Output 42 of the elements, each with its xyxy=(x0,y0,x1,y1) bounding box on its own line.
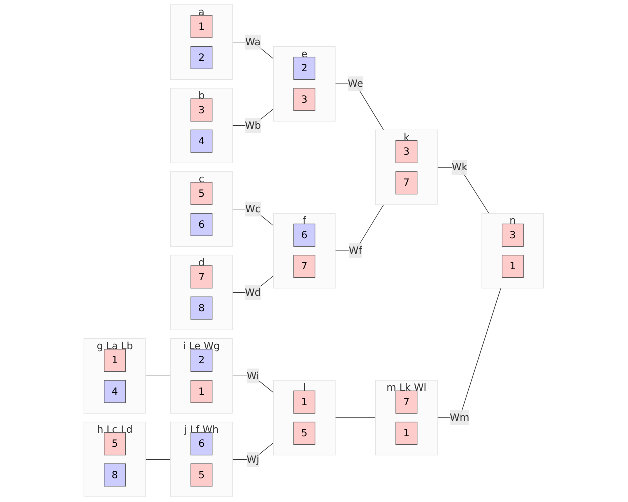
edge-label: Wf xyxy=(348,244,362,257)
node-box: 8 xyxy=(190,296,213,320)
node-box: 5 xyxy=(190,464,213,487)
node-box: 5 xyxy=(294,422,316,446)
node-box: 6 xyxy=(294,224,316,247)
connector xyxy=(437,167,490,214)
connector xyxy=(146,459,172,460)
edge-label: Wa xyxy=(246,36,261,48)
node-box: 7 xyxy=(396,172,418,195)
node-box: 1 xyxy=(190,15,213,38)
edge-label: Wb xyxy=(245,120,262,132)
node-box: 3 xyxy=(294,88,316,112)
node-box: 3 xyxy=(190,98,213,122)
node-box: 7 xyxy=(190,266,213,289)
edge-label: Wk xyxy=(452,161,468,174)
node-box: 5 xyxy=(104,432,126,456)
edge-label: Wj xyxy=(246,453,260,466)
node-box: 6 xyxy=(190,213,213,236)
edge-label: Wd xyxy=(245,286,262,298)
node-box: 7 xyxy=(294,255,316,278)
node-box: 5 xyxy=(190,182,213,206)
node-box: 4 xyxy=(190,130,213,153)
node-box: 1 xyxy=(294,390,316,414)
connector xyxy=(335,84,384,130)
node-box: 3 xyxy=(396,140,418,164)
node-box: 1 xyxy=(190,380,213,404)
node-box: 2 xyxy=(190,46,213,70)
node-box: 1 xyxy=(104,349,126,372)
node-box: 2 xyxy=(294,56,316,80)
node-box: 3 xyxy=(502,224,524,247)
edge-label: Wc xyxy=(246,203,261,215)
node-box: 2 xyxy=(190,349,213,372)
node-box: 4 xyxy=(104,380,126,404)
edge-label: Wi xyxy=(246,370,260,382)
edge-label: We xyxy=(348,78,364,90)
node-box: 8 xyxy=(104,464,126,487)
connector xyxy=(437,288,502,418)
edge-label: Wm xyxy=(450,412,470,424)
node-box: 6 xyxy=(190,432,213,456)
node-box: 1 xyxy=(396,422,418,446)
node-box: 1 xyxy=(502,255,524,278)
node-box: 7 xyxy=(396,390,418,414)
